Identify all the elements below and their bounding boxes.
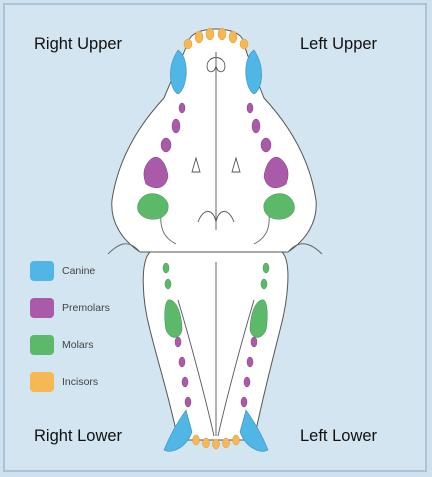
legend-label: Canine xyxy=(62,265,95,277)
legend-item-canine: Canine xyxy=(30,260,110,281)
legend-label: Molars xyxy=(62,339,94,351)
label-left-upper: Left Upper xyxy=(300,35,377,54)
legend: Canine Premolars Molars Incisors xyxy=(30,260,110,408)
legend-swatch xyxy=(30,372,54,392)
upper-jaw-outline xyxy=(112,29,316,252)
label-right-upper: Right Upper xyxy=(34,35,122,54)
label-left-lower: Left Lower xyxy=(300,427,377,446)
label-right-lower: Right Lower xyxy=(34,427,122,446)
legend-item-premolars: Premolars xyxy=(30,297,110,318)
legend-label: Incisors xyxy=(62,376,98,388)
legend-item-incisors: Incisors xyxy=(30,371,110,392)
legend-item-molars: Molars xyxy=(30,334,110,355)
legend-swatch xyxy=(30,335,54,355)
legend-label: Premolars xyxy=(62,302,110,314)
legend-swatch xyxy=(30,261,54,281)
legend-swatch xyxy=(30,298,54,318)
